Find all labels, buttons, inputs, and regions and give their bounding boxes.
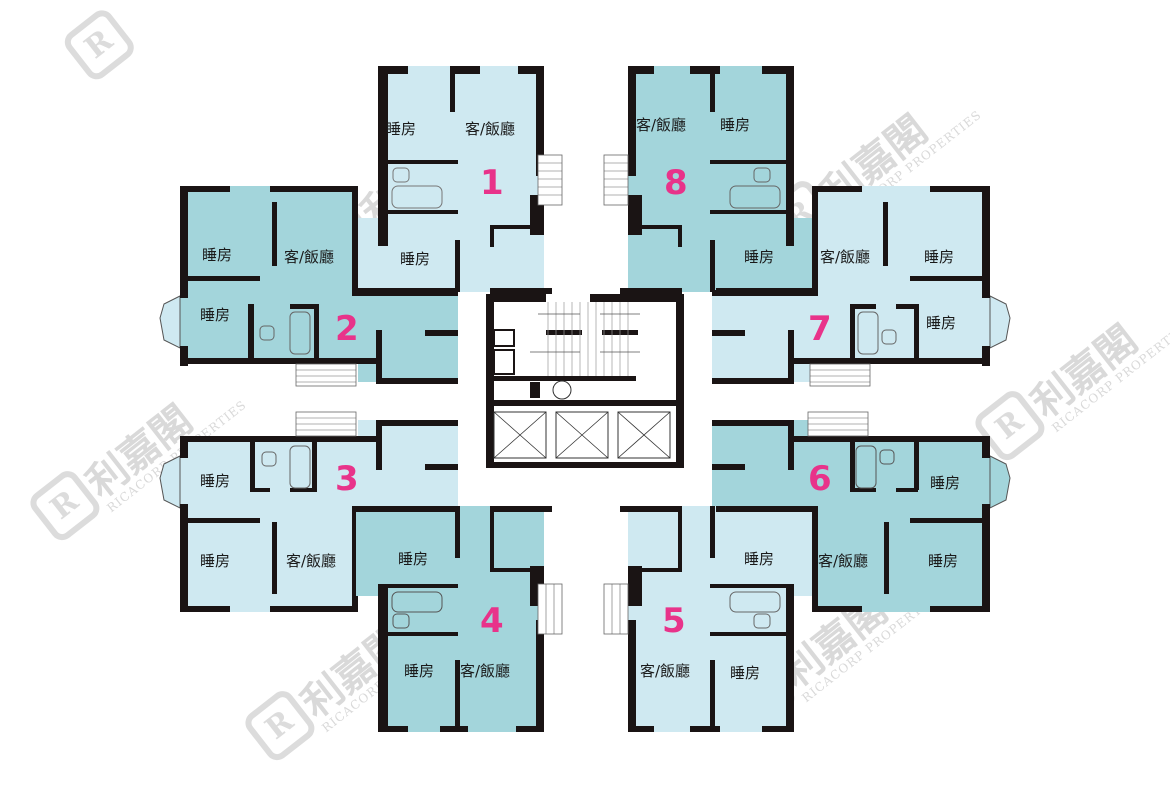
- room-label-living-dining: 客/飯廳: [284, 248, 334, 266]
- room-label-bedroom: 睡房: [744, 248, 774, 266]
- lift-icon: [617, 411, 671, 459]
- room-label-bedroom: 睡房: [404, 662, 434, 680]
- room-label-bedroom: 睡房: [202, 246, 232, 264]
- unit-number: 7: [808, 309, 832, 349]
- building-core: [486, 294, 684, 468]
- room-label-living-dining: 客/飯廳: [460, 662, 510, 680]
- room-label-living-dining: 客/飯廳: [818, 552, 868, 570]
- staircase: [530, 302, 640, 376]
- room-label-living-dining: 客/飯廳: [636, 116, 686, 134]
- room-label-living-dining: 客/飯廳: [640, 662, 690, 680]
- unit-7: 客/飯廳 睡房 睡房 7: [712, 186, 1011, 387]
- unit-5: 睡房 客/飯廳 睡房 5: [603, 506, 812, 732]
- unit-8: 客/飯廳 睡房 睡房 8: [603, 66, 812, 294]
- unit-number: 4: [480, 601, 504, 641]
- room-label-bedroom: 睡房: [930, 474, 960, 492]
- unit-1: 睡房 客/飯廳 睡房 1: [356, 66, 563, 294]
- unit-number: 5: [662, 601, 686, 641]
- room-label-bedroom: 睡房: [928, 552, 958, 570]
- room-label-bedroom: 睡房: [744, 550, 774, 568]
- room-label-bedroom: 睡房: [400, 250, 430, 268]
- unit-4: 睡房 睡房 客/飯廳 4: [356, 506, 563, 732]
- room-label-bedroom: 睡房: [926, 314, 956, 332]
- room-label-living-dining: 客/飯廳: [465, 120, 515, 138]
- room-label-bedroom: 睡房: [200, 472, 230, 490]
- room-label-bedroom: 睡房: [200, 552, 230, 570]
- unit-2: 睡房 客/飯廳 睡房 2: [159, 186, 458, 387]
- room-label-living-dining: 客/飯廳: [820, 248, 870, 266]
- unit-number: 8: [664, 163, 688, 203]
- room-label-bedroom: 睡房: [200, 306, 230, 324]
- room-label-living-dining: 客/飯廳: [286, 552, 336, 570]
- unit-number: 3: [335, 459, 359, 499]
- room-label-bedroom: 睡房: [720, 116, 750, 134]
- lift-icon: [493, 411, 547, 459]
- unit-number: 1: [480, 163, 504, 203]
- room-label-bedroom: 睡房: [386, 120, 416, 138]
- lift-icon: [555, 411, 609, 459]
- room-label-bedroom: 睡房: [730, 664, 760, 682]
- room-label-bedroom: 睡房: [924, 248, 954, 266]
- unit-number: 2: [335, 309, 359, 349]
- unit-number: 6: [808, 459, 832, 499]
- room-label-bedroom: 睡房: [398, 550, 428, 568]
